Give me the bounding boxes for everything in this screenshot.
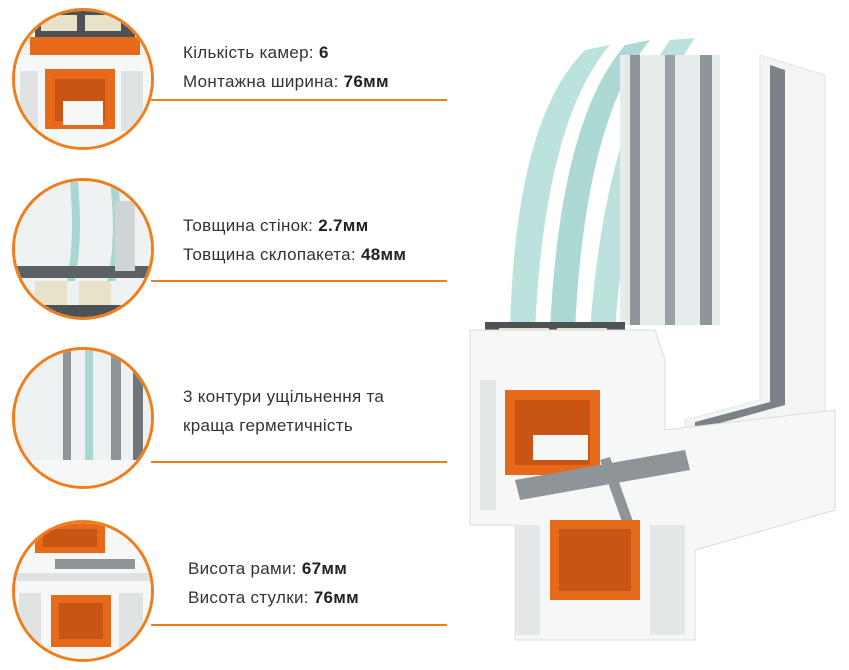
spec-value: 2.7мм [318,216,369,235]
spec-label: Товщина склопакета: [183,245,356,264]
callout-line [151,461,447,463]
spec-value: 48мм [360,245,407,264]
spec-label: Товщина стінок: [183,216,314,235]
spec-value: 67мм [301,559,348,578]
spec-value: 6 [318,43,329,62]
spec-text: 3 контури ущільнення та краща герметичні… [183,382,384,440]
callout-line [151,99,447,101]
spec-value: 76мм [343,72,389,91]
spec-label: Монтажна ширина: [183,72,339,91]
spec-label: 3 контури ущільнення та [183,387,385,406]
spec-text: Кількість камер: 6 Монтажна ширина: 76мм [183,38,389,96]
seal-detail-icon [12,347,154,489]
spec-label: Висота рами: [188,559,297,578]
callout-line [151,280,447,282]
spec-label: Кількість камер: [183,43,314,62]
glass-unit-detail-icon [12,178,154,320]
spec-text: Товщина стінок: 2.7мм Товщина склопакета… [183,211,406,269]
window-profile-illustration-icon [455,30,845,665]
profile-chambers-detail-icon [12,8,154,150]
frame-sash-detail-icon [12,520,154,662]
spec-label: краща герметичність [183,416,353,435]
spec-text: Висота рами: 67мм Висота стулки: 76мм [188,554,359,612]
callout-line [151,624,447,626]
spec-value: 76мм [313,588,360,607]
spec-label: Висота стулки: [188,588,309,607]
